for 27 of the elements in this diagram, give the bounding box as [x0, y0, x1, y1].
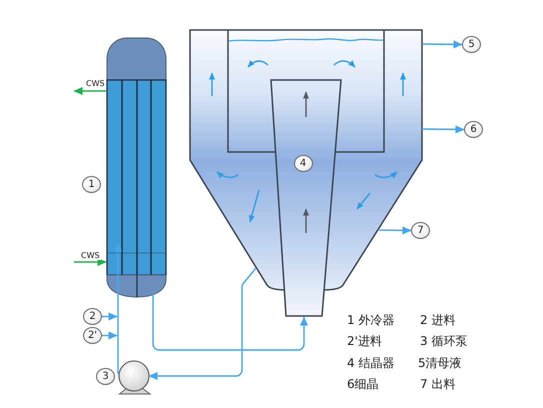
pipe-arrow — [152, 292, 308, 351]
callout-number: 6 — [464, 121, 483, 138]
callout-number: 5 — [462, 36, 481, 53]
pipe-arrow — [378, 226, 412, 234]
key-label: 3 循环泵 — [420, 334, 468, 348]
key-label: 5清母液 — [418, 356, 462, 370]
callout-number: 1 — [82, 176, 101, 193]
key-label: 2'进料 — [347, 334, 382, 348]
pipe-arrow — [422, 125, 464, 134]
callout-number: 2' — [83, 327, 102, 344]
key-label: 4 结晶器 — [347, 356, 394, 370]
pipe-arrow — [74, 258, 106, 266]
pipe-arrow — [74, 87, 106, 95]
edge-label: CWS — [80, 251, 101, 260]
callout-number: 7 — [411, 222, 430, 239]
key-label: 7 出料 — [420, 377, 456, 391]
heat-exchanger — [106, 37, 167, 298]
callout-number: 3 — [96, 368, 115, 385]
pipe-arrow — [102, 332, 118, 340]
edge-label: CWS — [85, 79, 106, 88]
key-label: 1 外冷器 — [347, 313, 394, 327]
key-label: 2 进料 — [420, 313, 456, 327]
pipe-arrow — [102, 312, 118, 320]
callout-number: 2 — [83, 308, 102, 325]
pump-symbol — [118, 360, 151, 395]
pipe-arrow — [422, 40, 462, 48]
key-label: 6细晶 — [347, 377, 379, 391]
